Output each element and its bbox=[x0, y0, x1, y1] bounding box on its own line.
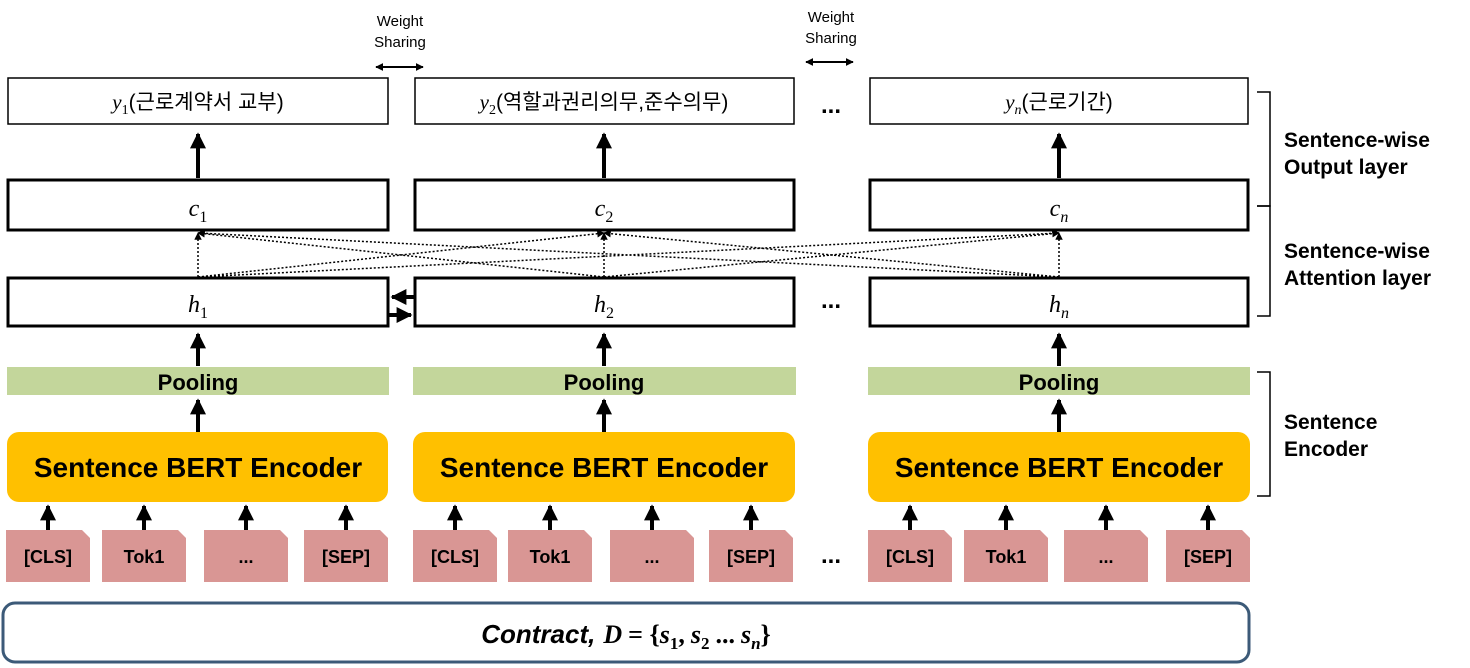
output-box-1 bbox=[7, 77, 389, 125]
token-box bbox=[6, 530, 90, 582]
token-label: [CLS] bbox=[24, 547, 72, 567]
output-box-n bbox=[869, 77, 1249, 125]
context-label-1: c1 bbox=[189, 196, 208, 226]
contract-label: Contract,D= {s1,s2...sn} bbox=[481, 619, 771, 653]
hidden-box-2 bbox=[413, 276, 796, 328]
output-layer-label-line2: Output layer bbox=[1284, 156, 1408, 179]
context-label-2: c2 bbox=[595, 196, 614, 226]
output-label-n: yn(근로기간) bbox=[1003, 90, 1113, 118]
weight-sharing-2-line1: Weight bbox=[808, 9, 855, 26]
attention-line-h2-c3 bbox=[603, 229, 1060, 278]
attention-layer-bracket bbox=[1257, 205, 1271, 317]
encoder-box-2 bbox=[413, 432, 795, 502]
token-3-4: [SEP] bbox=[1166, 504, 1250, 582]
token-3-3: ... bbox=[1064, 504, 1148, 582]
token-layer: [CLS] Tok1... [SEP] [CLS] Tok1... [SEP] [CLS] T… bbox=[6, 504, 1250, 582]
encoder-box-1 bbox=[7, 432, 388, 502]
token-2-1: [CLS] bbox=[413, 504, 497, 582]
token-box bbox=[102, 530, 186, 582]
weight-sharing-2: Weight Sharing bbox=[805, 9, 857, 66]
ellipsis-output: ... bbox=[821, 92, 841, 119]
hidden-label-1: h1 bbox=[188, 292, 208, 322]
token-label: [CLS] bbox=[886, 547, 934, 567]
token-box bbox=[1166, 530, 1250, 582]
encoder-box-n bbox=[868, 432, 1250, 502]
encoder-label-2: Sentence BERT Encoder bbox=[440, 452, 768, 483]
token-box bbox=[508, 530, 592, 582]
pooling-label-2: Pooling bbox=[564, 370, 645, 395]
token-1-2: Tok1 bbox=[102, 504, 186, 582]
attention-layer-label-line1: Sentence-wise bbox=[1284, 240, 1430, 263]
encoder-label-1: Sentence BERT Encoder bbox=[34, 452, 362, 483]
token-label: Tok1 bbox=[986, 547, 1027, 567]
token-label: [SEP] bbox=[322, 547, 370, 567]
encoder-layer-label-line2: Encoder bbox=[1284, 438, 1368, 461]
hidden-label-2: h2 bbox=[594, 292, 614, 322]
weight-sharing-1-line2: Sharing bbox=[374, 34, 426, 51]
token-label: [SEP] bbox=[727, 547, 775, 567]
attention-connections bbox=[194, 229, 1063, 278]
attention-layer-label-line2: Attention layer bbox=[1284, 267, 1431, 290]
pooling-label-n: Pooling bbox=[1019, 370, 1100, 395]
token-box bbox=[204, 530, 288, 582]
token-1-3: ... bbox=[204, 504, 288, 582]
token-label: ... bbox=[1098, 547, 1113, 567]
column-n: yn(근로기간) cn hn Pooling Sentence BERT Enc… bbox=[868, 77, 1250, 502]
token-box bbox=[304, 530, 388, 582]
token-box bbox=[1064, 530, 1148, 582]
weight-sharing-1: Weight Sharing bbox=[374, 13, 426, 71]
pooling-box-2 bbox=[413, 367, 796, 395]
token-3-2: Tok1 bbox=[964, 504, 1048, 582]
token-2-2: Tok1 bbox=[508, 504, 592, 582]
output-layer-bracket bbox=[1257, 91, 1271, 207]
pooling-label-1: Pooling bbox=[158, 370, 239, 395]
ellipsis-hidden: ... bbox=[821, 287, 841, 314]
hidden-box-1 bbox=[6, 276, 390, 328]
token-box bbox=[709, 530, 793, 582]
context-box-n bbox=[868, 178, 1250, 232]
token-label: [SEP] bbox=[1184, 547, 1232, 567]
weight-sharing-2-line2: Sharing bbox=[805, 30, 857, 47]
hidden-box-n bbox=[868, 276, 1250, 328]
weight-sharing-1-line1: Weight bbox=[377, 13, 424, 30]
token-box bbox=[413, 530, 497, 582]
encoder-layer-bracket bbox=[1257, 371, 1271, 497]
token-label: Tok1 bbox=[530, 547, 571, 567]
token-2-3: ... bbox=[610, 504, 694, 582]
token-box bbox=[610, 530, 694, 582]
hidden-label-n: hn bbox=[1049, 292, 1069, 322]
encoder-label-n: Sentence BERT Encoder bbox=[895, 452, 1223, 483]
token-3-1: [CLS] bbox=[868, 504, 952, 582]
token-label: ... bbox=[644, 547, 659, 567]
token-label: [CLS] bbox=[431, 547, 479, 567]
pooling-box-n bbox=[868, 367, 1250, 395]
output-label-1: y1(근로계약서 교부) bbox=[110, 90, 283, 118]
token-label: ... bbox=[238, 547, 253, 567]
context-box-1 bbox=[6, 178, 390, 232]
column-2: y2(역할과권리의무,준수의무) c2 h2 Pooling Sentence … bbox=[413, 77, 796, 502]
token-1-4: [SEP] bbox=[304, 504, 388, 582]
token-label: Tok1 bbox=[124, 547, 165, 567]
token-box bbox=[868, 530, 952, 582]
output-label-2: y2(역할과권리의무,준수의무) bbox=[478, 90, 729, 118]
encoder-layer-label-line1: Sentence bbox=[1284, 411, 1377, 434]
context-label-n: cn bbox=[1050, 196, 1069, 226]
token-2-4: [SEP] bbox=[709, 504, 793, 582]
column-1: y1(근로계약서 교부) c1 h1 Pooling Sentence BERT… bbox=[6, 77, 390, 502]
token-1-1: [CLS] bbox=[6, 504, 90, 582]
attention-line-h1-c2 bbox=[197, 229, 605, 278]
output-layer-label-line1: Sentence-wise bbox=[1284, 129, 1430, 152]
ellipsis-tokens: ... bbox=[821, 542, 841, 569]
pooling-box-1 bbox=[7, 367, 389, 395]
contract-box bbox=[1, 601, 1251, 664]
output-box-2 bbox=[414, 77, 795, 125]
token-box bbox=[964, 530, 1048, 582]
